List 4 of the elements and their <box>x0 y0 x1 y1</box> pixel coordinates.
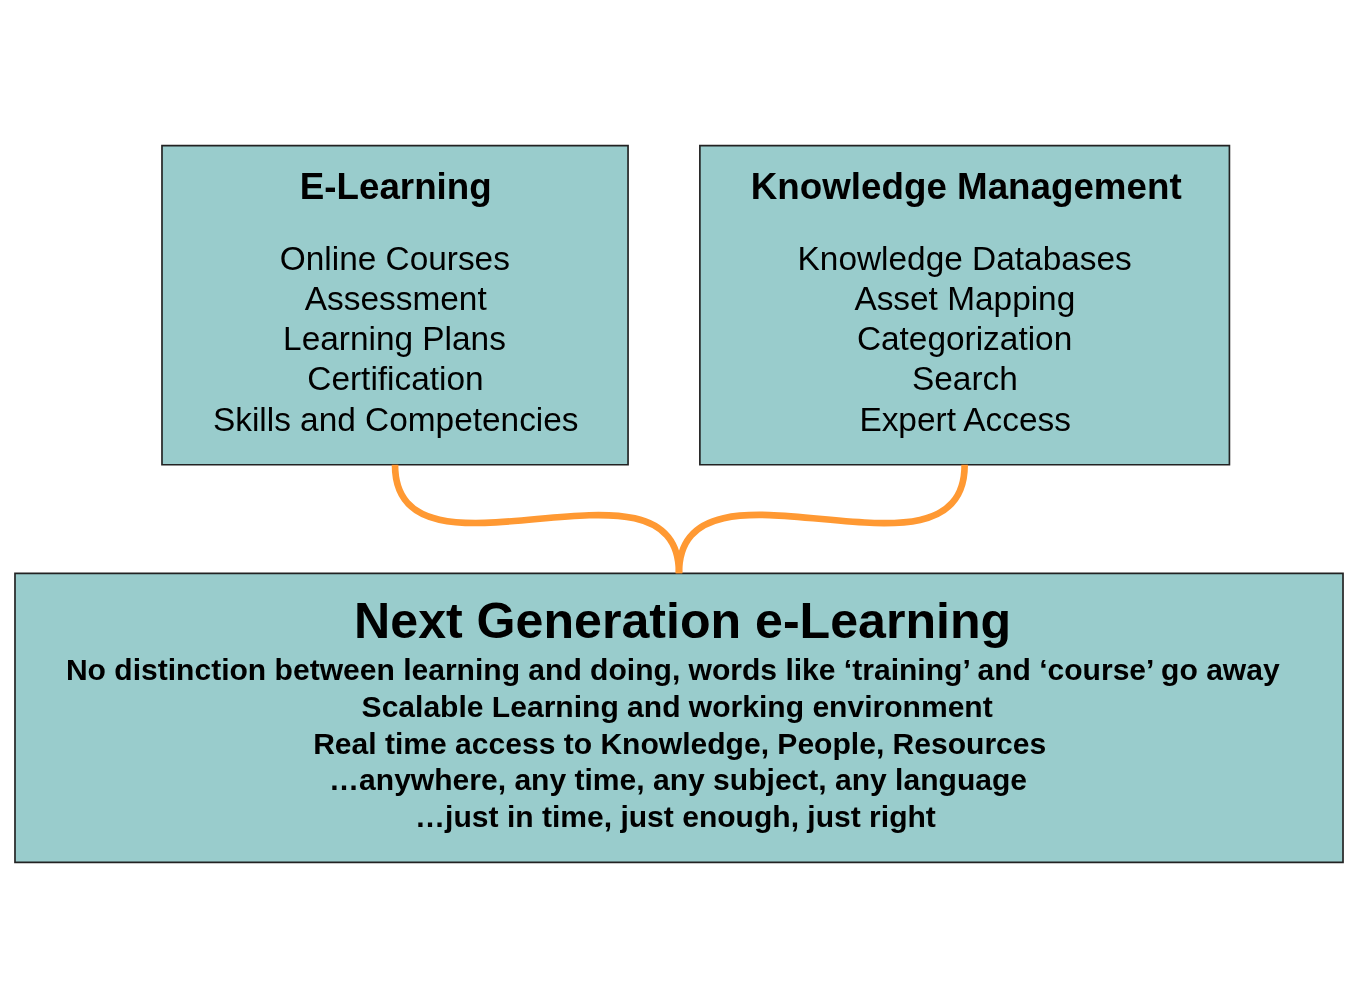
connector <box>675 464 968 574</box>
node-box: Next Generation e-Learning No distinction between learning and doing, words like ‘training’ and ‘course’ go away Scalable Learning and working environment Real time access to Knowledge, People, Resources …anywhere, any time, any subject, any language …just in time, just enough, just right <box>14 572 1344 864</box>
node-box: Knowledge Management Knowledge Databases Asset Mapping Categorization Search Expert Access <box>699 144 1231 466</box>
node-box: E-Learning Online Courses Assessment Learning Plans Certification Skills and Competencies <box>161 144 629 466</box>
